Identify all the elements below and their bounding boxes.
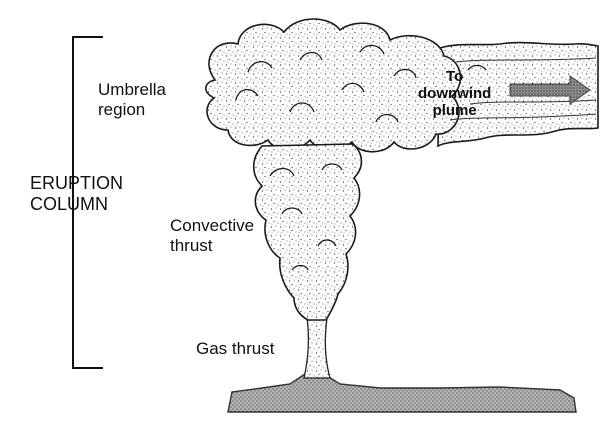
column-bracket (72, 36, 103, 369)
eruption-column-label: ERUPTION COLUMN (30, 173, 124, 214)
umbrella-region-label: Umbrella region (98, 80, 167, 119)
downwind-plume-label: To downwind plume (418, 68, 492, 119)
gas-thrust-stem (303, 317, 331, 379)
gas-thrust-label: Gas thrust (196, 339, 275, 358)
cloud-billows (235, 44, 541, 271)
eruption-cloud (205, 18, 599, 321)
convective-thrust (252, 143, 363, 321)
convective-thrust-label: Convective thrust (170, 216, 255, 255)
ground (227, 368, 577, 413)
plume-streaks (449, 57, 597, 121)
downwind-arrow (509, 75, 591, 105)
